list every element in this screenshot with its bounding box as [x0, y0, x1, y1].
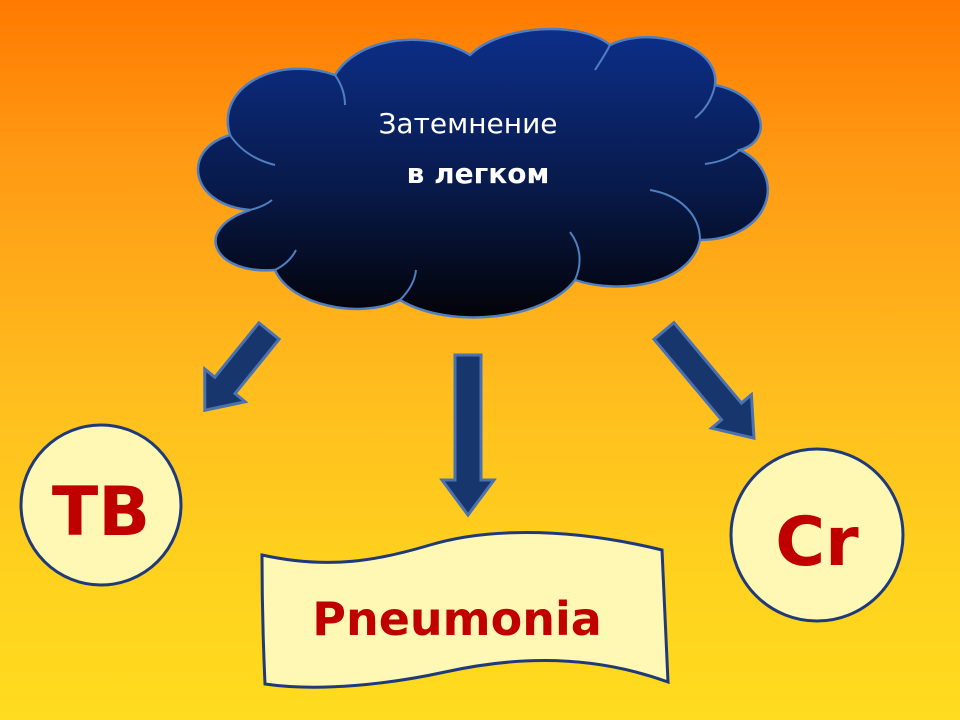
- cloud-line2: в легком: [407, 157, 550, 190]
- arrow-to-cr: [651, 320, 756, 441]
- cloud-shape: [196, 27, 769, 319]
- arrow-to-tb: [203, 320, 282, 413]
- pneumonia-banner: Pneumonia: [260, 531, 670, 689]
- tb-node: TB: [19, 423, 183, 587]
- pneumonia-label: Pneumonia: [312, 592, 602, 646]
- cr-node: Cr: [729, 447, 905, 623]
- cloud-line1: Затемнение: [378, 107, 557, 140]
- cr-label: Cr: [775, 503, 859, 582]
- arrow-to-pneumonia: [439, 353, 497, 518]
- tb-label: TB: [52, 473, 150, 552]
